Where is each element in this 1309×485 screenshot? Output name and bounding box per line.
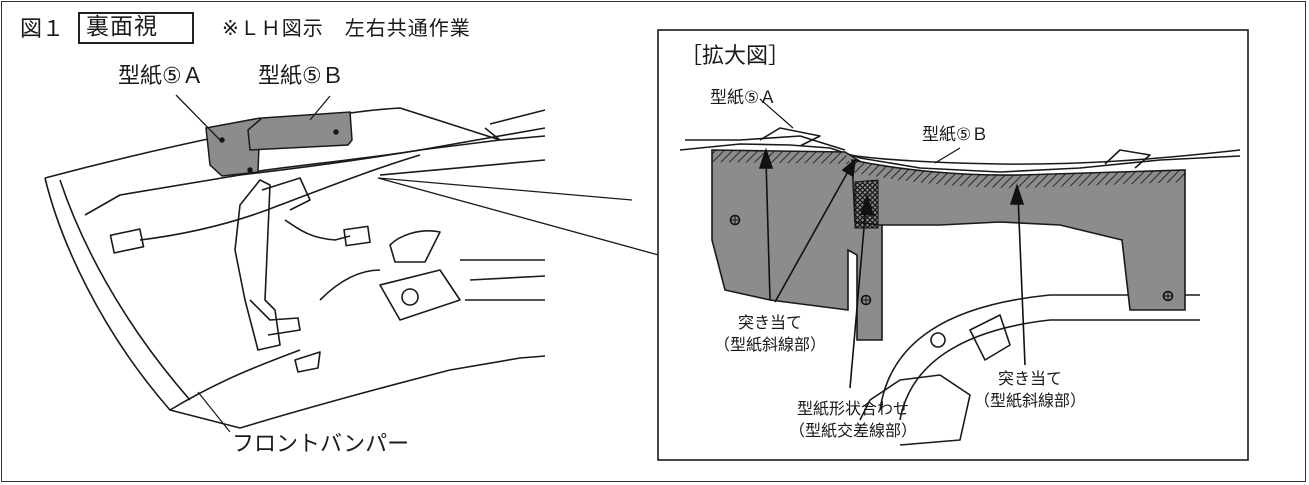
front-bumper-label: フロントバンパー	[232, 432, 410, 457]
zoom-template-a-label: 型紙⑤Ａ	[710, 88, 777, 108]
template-a-label: 型紙⑤Ａ	[118, 64, 204, 89]
illustration-note: ※ＬＨ図示 左右共通作業	[222, 16, 471, 40]
abut-left-line1: 突き当て	[737, 313, 802, 332]
shape-match-line2: （型紙交差線部）	[788, 420, 917, 440]
zoom-arrows	[758, 98, 1026, 389]
shape-match-line1: 型紙形状合わせ	[796, 399, 909, 418]
template-a-small	[205, 117, 261, 177]
template-b-label: 型紙⑤Ｂ	[258, 64, 344, 89]
abut-left-label: 突き当て （型紙斜線部）	[700, 312, 840, 355]
view-label-box	[78, 12, 194, 44]
abut-left-line2: （型紙斜線部）	[713, 334, 826, 354]
figure-number: 図１	[20, 17, 65, 42]
abut-right-line2: （型紙斜線部）	[973, 390, 1086, 410]
zoom-template-b-label: 型紙⑤Ｂ	[922, 125, 989, 145]
abut-right-label: 突き当て （型紙斜線部）	[960, 368, 1100, 411]
template-b-small	[247, 111, 353, 151]
shape-match-label: 型紙形状合わせ （型紙交差線部）	[773, 398, 933, 441]
template-b-large	[851, 159, 1186, 311]
zoom-drawing	[679, 127, 1241, 446]
abut-right-line1: 突き当て	[997, 369, 1062, 388]
bumper-drawing	[44, 107, 663, 433]
view-label: 裏面視	[86, 14, 158, 40]
zoom-title: ［拡大図］	[680, 44, 791, 69]
